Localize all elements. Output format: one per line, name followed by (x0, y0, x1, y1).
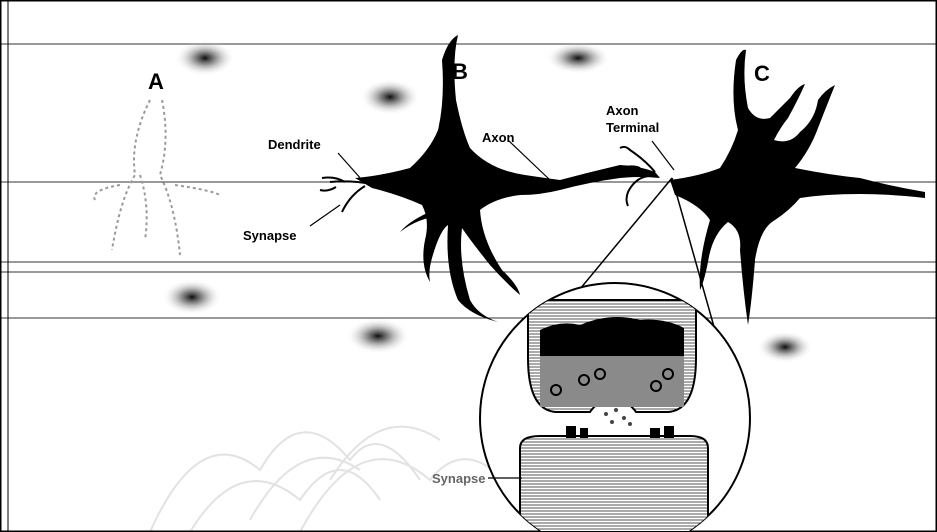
axon-terminal-label-line1: Axon (606, 103, 639, 118)
synapse-label: Synapse (243, 228, 296, 243)
neuron-b-dendrites (320, 178, 372, 213)
neuron-b-label: B (452, 59, 468, 84)
neuron-c-icon (670, 50, 925, 325)
synapse-magnifier-icon (480, 283, 750, 532)
neuron-c-label: C (754, 61, 770, 86)
inset-synapse-label: Synapse (432, 471, 485, 486)
neuron-a-label: A (148, 69, 164, 94)
neuron-a-icon (94, 100, 220, 255)
axon-label: Axon (482, 130, 515, 145)
dendrite-label: Dendrite (268, 137, 321, 152)
neuron-b-icon (355, 35, 660, 322)
axon-terminal-label-line2: Terminal (606, 120, 659, 135)
